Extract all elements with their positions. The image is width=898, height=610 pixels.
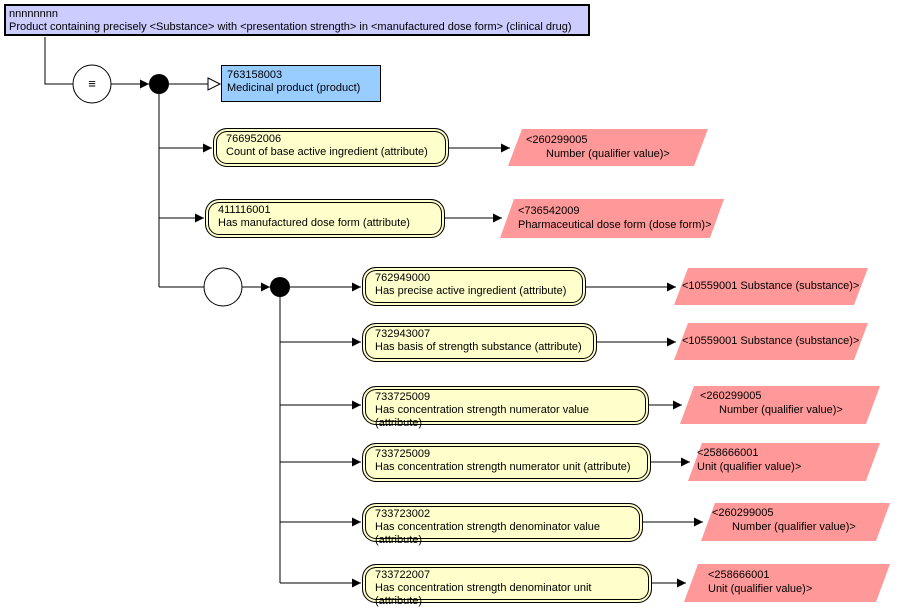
value-term: Number (qualifier value)> [732,521,856,533]
attribute-term: Has concentration strength numerator val… [375,404,590,429]
attribute-term: Has concentration strength numerator uni… [375,461,631,473]
value-id: <260299005 [526,134,588,146]
group-attribute-box[interactable]: 732943007 Has basis of strength substanc… [362,323,597,362]
value-term: Unit (qualifier value)> [697,461,802,473]
value-shape [674,268,868,305]
definition-connector [44,37,73,85]
value-shape [684,564,890,602]
is-a-arrowhead [207,77,222,91]
attribute-id: 411116001 [218,204,271,216]
value-id: <258666001 [708,569,770,581]
group-attribute-box[interactable]: 733725009 Has concentration strength num… [362,443,651,482]
value-id: <260299005 [700,390,762,402]
attribute-box[interactable]: 411116001 Has manufactured dose form (at… [205,199,445,238]
attribute-id: 732943007 [375,328,431,340]
definition-term: Product containing precisely <Substance>… [9,21,572,33]
value-shape [508,129,708,166]
attribute-id: 733725009 [375,391,431,403]
equivalence-symbol: ≡ [88,76,96,91]
value-shape [701,503,890,541]
group-attribute-box[interactable]: 733725009 Has concentration strength num… [362,386,649,429]
attribute-id: 762949000 [375,272,431,284]
value-id: <258666001 [697,447,759,459]
attribute-term: Has basis of strength substance (attribu… [375,341,582,353]
definition-box[interactable]: nnnnnnnn Product containing precisely <S… [4,4,590,36]
value-term: Number (qualifier value)> [719,404,843,416]
value-text: <10559001 Substance (substance)> [682,280,860,292]
definition-id: nnnnnnnn [9,8,58,20]
role-group-node [203,267,243,307]
group-attribute-box[interactable]: 733723002 Has concentration strength den… [362,503,643,546]
value-shape [688,443,880,481]
value-shape [500,199,724,238]
group-attribute-box[interactable]: 762949000 Has precise active ingredient … [362,267,586,306]
attribute-id: 733725009 [375,448,431,460]
group-conjunction-node [270,277,290,297]
value-text: <10559001 Substance (substance)> [682,335,860,347]
conjunction-node [149,74,169,94]
value-term: Number (qualifier value)> [546,148,670,160]
attribute-id: 766952006 [226,133,282,145]
parent-concept-term: Medicinal product (product) [227,82,361,94]
value-shape [674,323,868,360]
attribute-id: 733722007 [375,569,431,581]
parent-concept-id: 763158003 [227,69,283,81]
parent-concept-box[interactable]: 763158003 Medicinal product (product) [221,65,381,102]
attribute-id: 733723002 [375,508,431,520]
attribute-term: Has concentration strength denominator u… [375,582,592,607]
attribute-term: Has manufactured dose form (attribute) [218,217,410,229]
attribute-term: Has concentration strength denominator v… [375,521,601,546]
group-attribute-box[interactable]: 733722007 Has concentration strength den… [362,564,652,607]
attribute-term: Has precise active ingredient (attribute… [375,285,567,297]
value-term: Pharmaceutical dose form (dose form)> [518,219,712,231]
value-term: Unit (qualifier value)> [708,583,813,595]
attribute-box[interactable]: 766952006 Count of base active ingredien… [213,128,449,167]
value-id: <260299005 [712,507,774,519]
attribute-term: Count of base active ingredient (attribu… [226,146,428,158]
value-id: <736542009 [518,205,580,217]
value-shape [680,386,880,424]
